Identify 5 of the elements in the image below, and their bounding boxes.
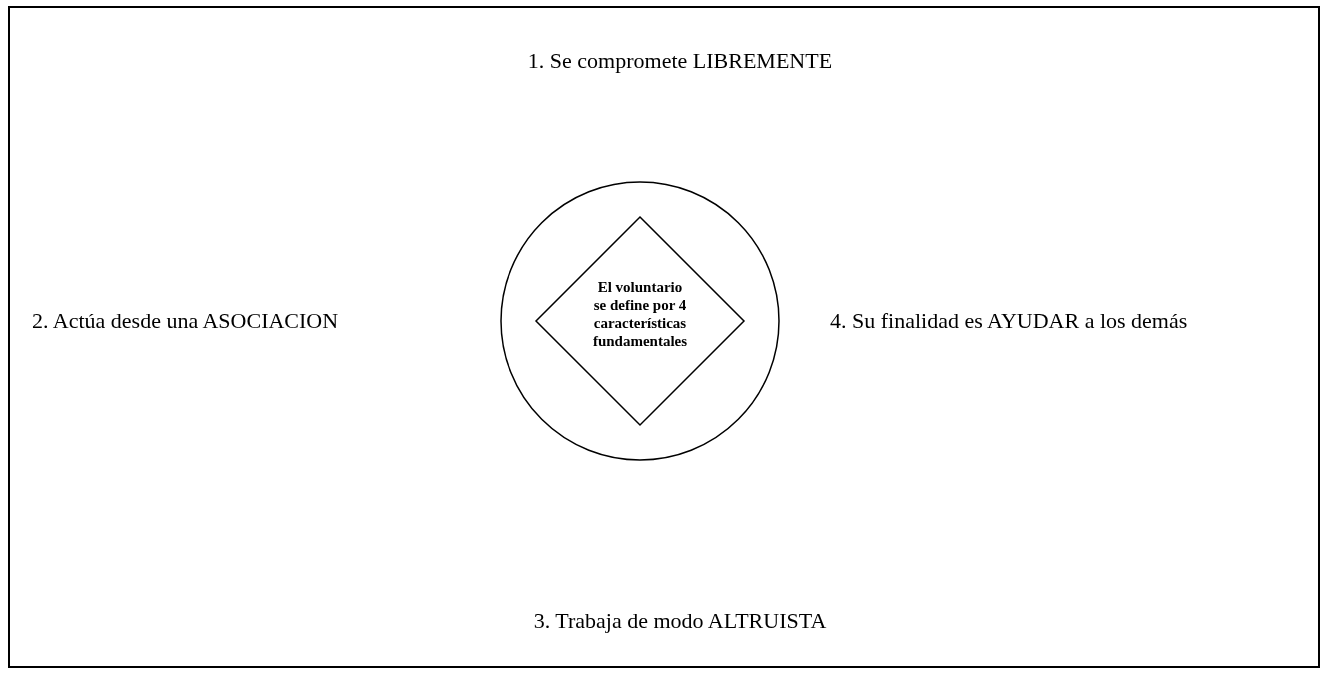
- node-text: El voluntario se define por 4 características fundamentales: [591, 278, 689, 350]
- characteristic-label: 2. Actúa desde una ASOCIACION: [32, 308, 339, 334]
- characteristic-label: 3. Trabaja de modo ALTRUISTA: [532, 608, 828, 634]
- characteristic-label: 4. Su finalidad es AYUDAR a los demás: [830, 308, 1189, 334]
- characteristic-label: 1. Se compromete LIBREMENTE: [526, 48, 834, 74]
